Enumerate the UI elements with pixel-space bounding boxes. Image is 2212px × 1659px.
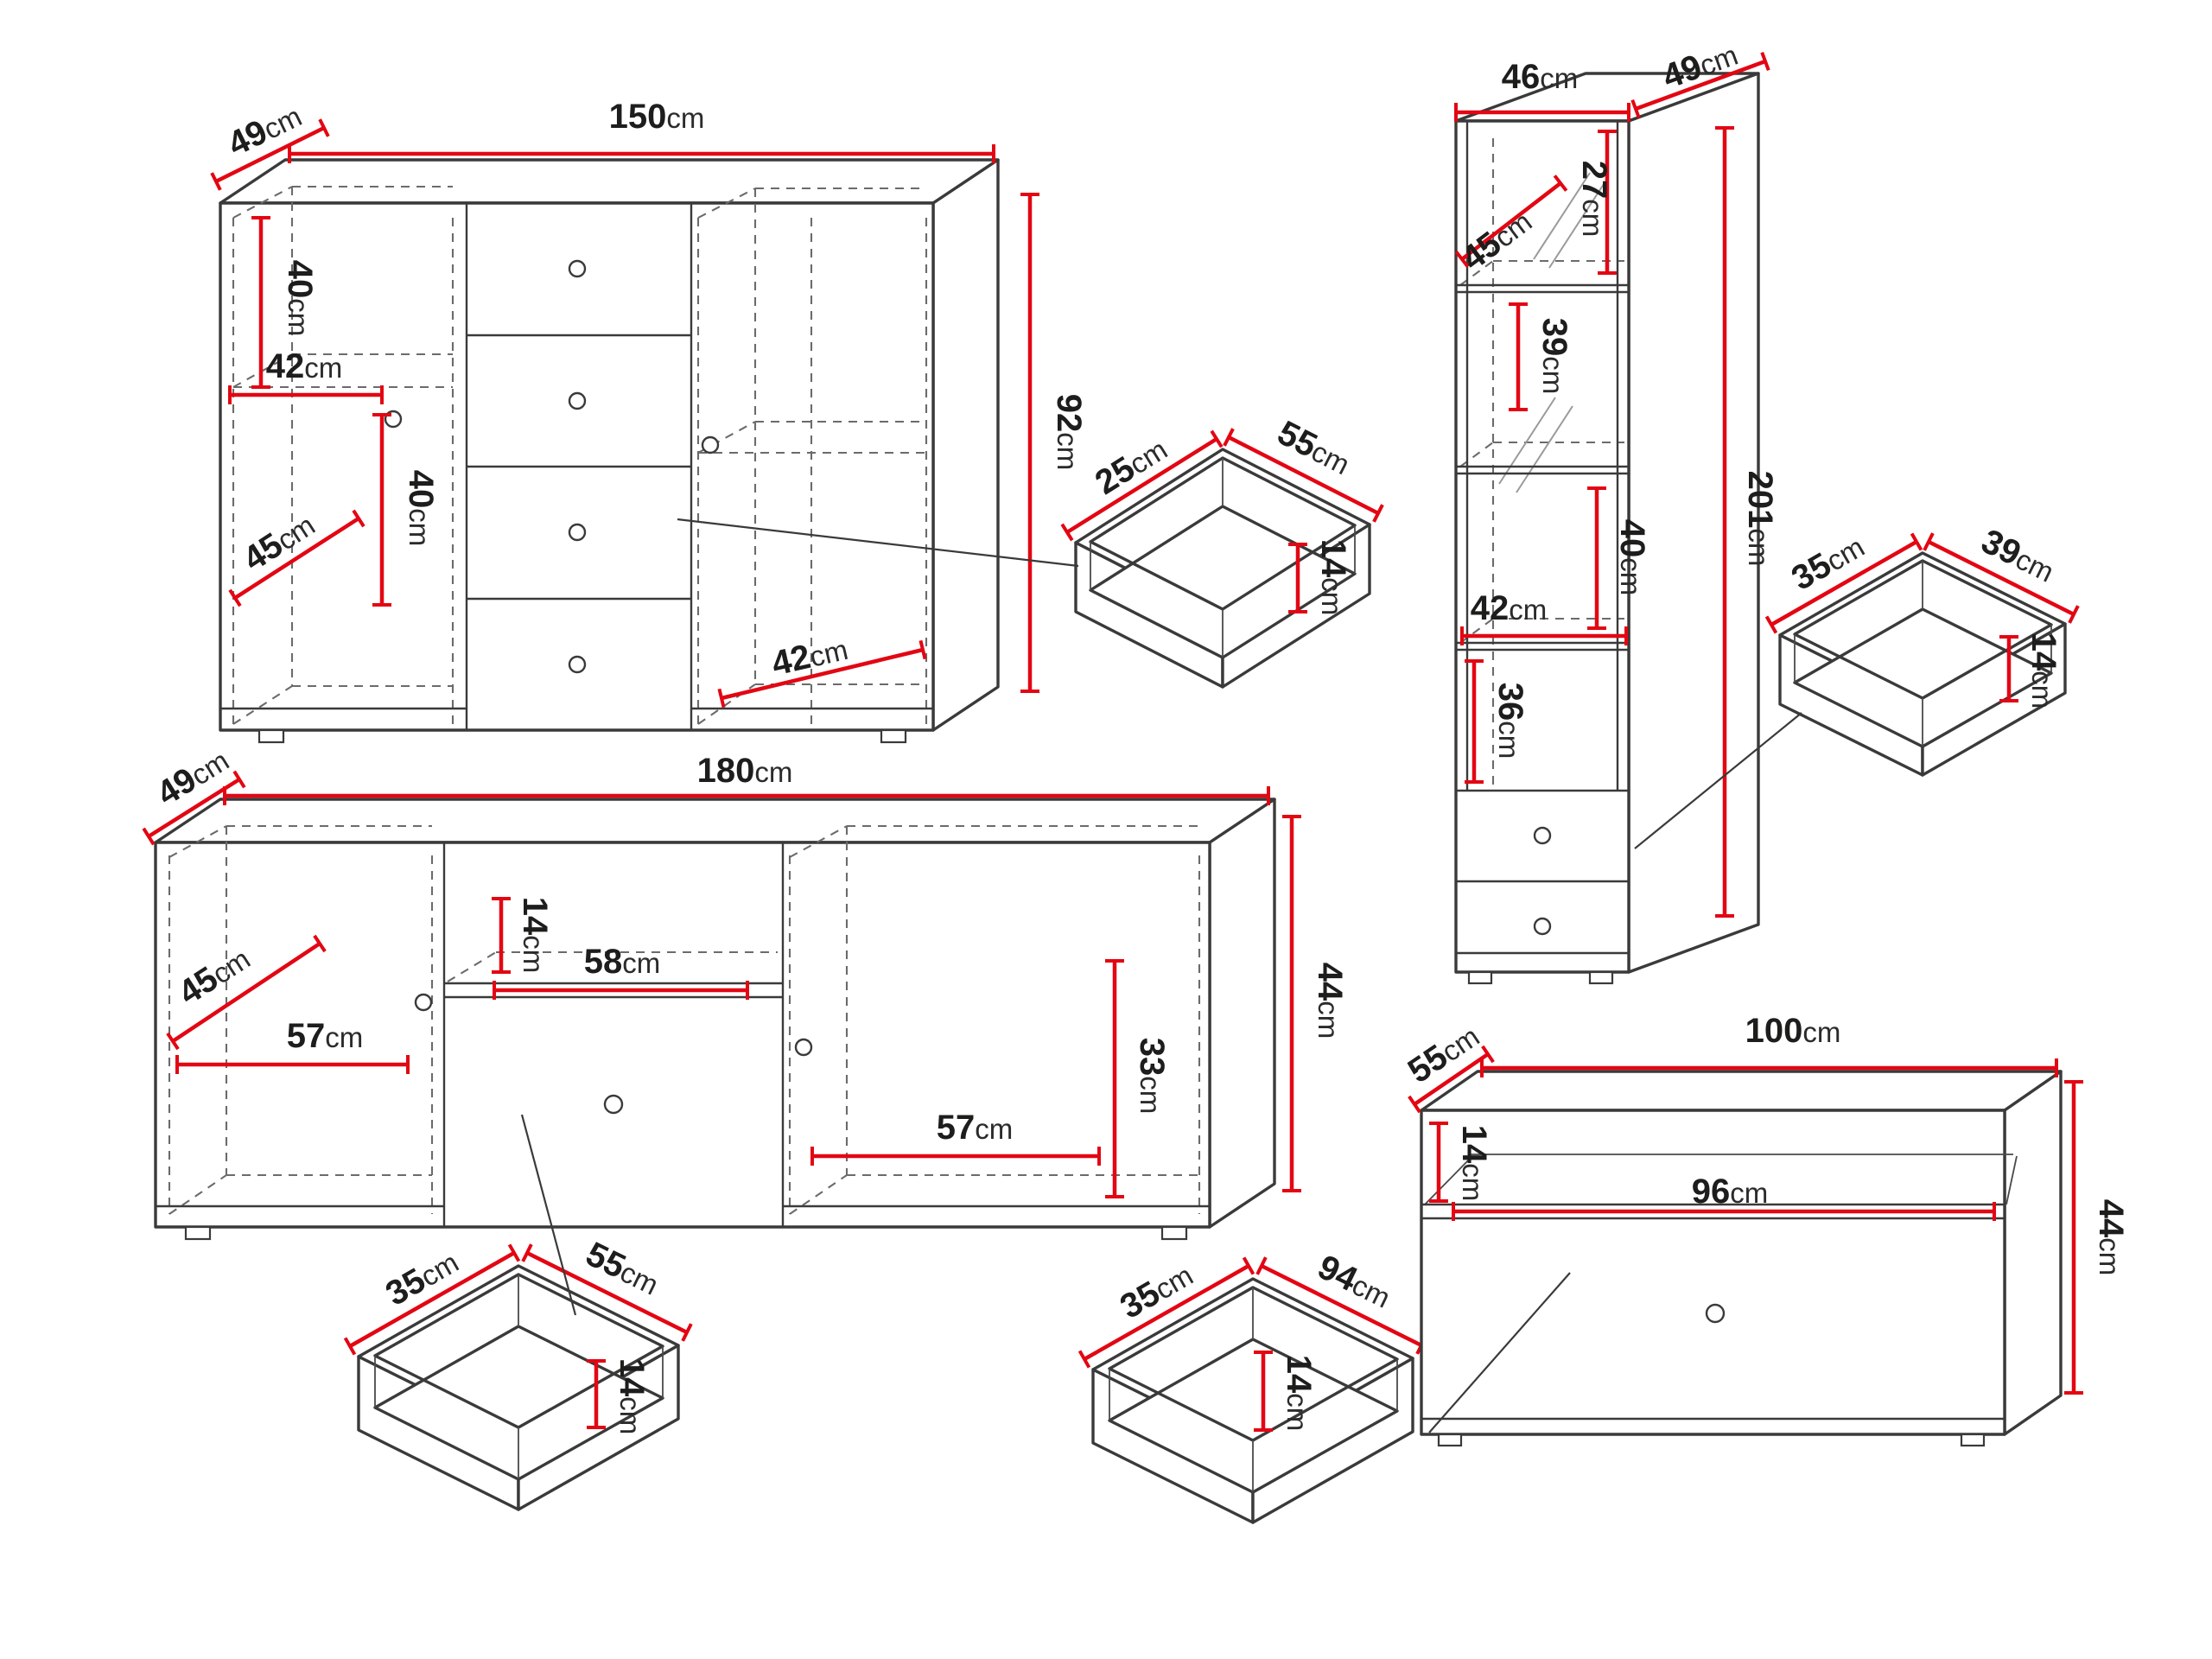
low-cabinet-dimension-lines	[1408, 1045, 2083, 1395]
drawer-knob	[1533, 826, 1552, 845]
door-knob	[384, 410, 403, 429]
tv-stand-side-face	[1208, 798, 1276, 1229]
tall-cabinet-c3-label: 40cm	[1613, 519, 1651, 596]
low-cabinet-inner-width-label: 96cm	[1692, 1173, 1769, 1211]
tall-cabinet-height-label: 201cm	[1741, 471, 1779, 567]
tv-stand-top-face	[154, 798, 1276, 844]
drawer-a-width-label: 55cm	[1271, 414, 1357, 482]
drawer-knob	[568, 391, 587, 410]
low-cabinet-outline	[1420, 1070, 2063, 1436]
leader-line	[677, 518, 1079, 568]
drawer-d-dimension-lines	[1077, 1256, 1427, 1432]
foot	[880, 728, 907, 744]
foot	[1960, 1433, 1986, 1447]
sideboard-shelf-left-label: 42cm	[266, 347, 343, 385]
drawer-knob	[568, 655, 587, 674]
tv-stand-right-width-label: 57cm	[937, 1109, 1014, 1147]
drawer-a-dimension-lines	[1060, 428, 1384, 613]
sideboard-upper-left-label: 40cm	[281, 260, 319, 337]
tall-cabinet-c2-label: 39cm	[1535, 318, 1573, 395]
low-cabinet-side-face	[2003, 1070, 2063, 1436]
sideboard-top-face	[219, 158, 1000, 205]
tall-cabinet-width-label: 46cm	[1502, 58, 1579, 96]
sideboard-outline	[219, 158, 1000, 732]
drawer-b: 35cm 39cm 14cm	[1764, 522, 2080, 777]
tall-cabinet-c4-label: 36cm	[1491, 683, 1529, 760]
leader-lines	[520, 518, 1802, 1433]
sideboard-height-label: 92cm	[1050, 394, 1088, 471]
tall-cabinet-shelf-label: 42cm	[1471, 589, 1548, 627]
tv-stand-height-label: 44cm	[1311, 963, 1349, 1039]
leader-line	[520, 1114, 577, 1316]
leader-line	[1634, 712, 1802, 849]
drawer-b-dimension-lines	[1764, 532, 2080, 702]
tall-cabinet-c1-label: 27cm	[1575, 161, 1613, 238]
door-knob	[414, 993, 433, 1012]
drawer-knob	[568, 259, 587, 278]
drawer-d: 35cm 94cm 14cm	[1077, 1248, 1427, 1524]
sideboard-dimension-lines	[210, 118, 1039, 709]
sideboard-hidden-edges	[232, 185, 928, 725]
drawer-knob	[1705, 1303, 1726, 1324]
drawer-b-height-label: 14cm	[2024, 632, 2063, 709]
door-knob	[701, 435, 720, 454]
drawer-c-height-label: 14cm	[613, 1358, 651, 1435]
drawer-a: 25cm 55cm 14cm	[1060, 414, 1384, 689]
tv-stand-dimension-labels: 49cm 180cm 44cm 45cm 57cm 14cm 58cm 33cm…	[150, 744, 1349, 1147]
drawer-b-depth-label: 35cm	[1785, 527, 1871, 598]
drawer-c: 35cm 55cm 14cm	[343, 1235, 693, 1511]
tv-stand-width-label: 180cm	[697, 752, 793, 790]
low-cabinet-niche-height-label: 14cm	[1455, 1125, 1493, 1202]
foot	[257, 728, 285, 744]
foot	[1588, 970, 1614, 985]
drawer-c-width-label: 55cm	[580, 1235, 665, 1302]
tv-stand-niche-width-label: 58cm	[584, 943, 661, 981]
tv-stand-outline	[154, 798, 1276, 1229]
tv-stand-right-height-label: 33cm	[1133, 1038, 1171, 1115]
door-knob	[794, 1038, 813, 1057]
leader-line	[1428, 1272, 1571, 1433]
tv-stand-left-width-label: 57cm	[287, 1017, 364, 1055]
low-cabinet-top-face	[1420, 1070, 2063, 1112]
tv-stand: 49cm 180cm 44cm 45cm 57cm 14cm 58cm 33cm…	[142, 744, 1349, 1241]
drawer-d-height-label: 14cm	[1280, 1355, 1318, 1432]
foot	[1467, 970, 1493, 985]
tall-cabinet: 46cm 49cm 201cm 27cm 45cm 39cm 40cm 42cm…	[1454, 39, 1779, 985]
foot	[1160, 1225, 1188, 1241]
low-cabinet: 55cm 100cm 14cm 96cm 44cm	[1402, 1012, 2130, 1447]
foot	[184, 1225, 212, 1241]
tall-cabinet-dimension-lines	[1454, 51, 1770, 918]
drawer-a-height-label: 14cm	[1314, 539, 1352, 616]
foot	[1437, 1433, 1463, 1447]
sideboard-lower-left-label: 40cm	[402, 470, 440, 547]
drawer-knob	[1533, 917, 1552, 936]
drawer-d-width-label: 94cm	[1312, 1248, 1397, 1315]
low-cabinet-height-label: 44cm	[2092, 1199, 2130, 1276]
drawer-knob	[568, 523, 587, 542]
tv-stand-niche-height-label: 14cm	[516, 897, 554, 974]
sideboard-width-label: 150cm	[609, 98, 705, 136]
sideboard-side-face	[931, 158, 1000, 732]
low-cabinet-front-face	[1420, 1109, 2006, 1436]
drawer-b-width-label: 39cm	[1975, 522, 2061, 589]
drawer-c-dimension-lines	[343, 1243, 693, 1429]
drawer-knob	[603, 1094, 624, 1115]
sideboard: 49cm 150cm 92cm 40cm 42cm 40cm 45cm 42cm	[210, 98, 1088, 744]
low-cabinet-width-label: 100cm	[1745, 1012, 1841, 1050]
tv-stand-dimension-lines	[142, 770, 1301, 1198]
